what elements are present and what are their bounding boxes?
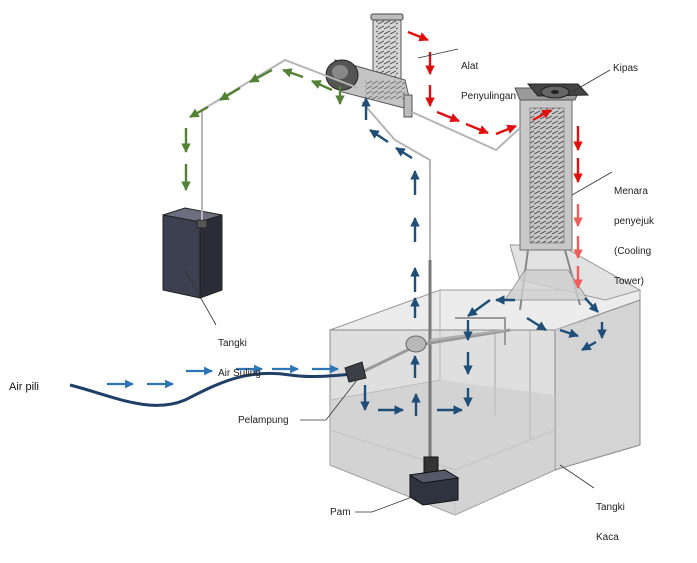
label-tangki-kaca-line1: Tangki	[596, 502, 625, 513]
distilled-water-tank	[162, 207, 223, 299]
distillation-system-diagram: Air pili Alat Penyulingan Kipas Menara p…	[9, 13, 684, 543]
label-alat-line1: Alat	[461, 61, 479, 72]
label-alat-line2: Penyulingan	[461, 91, 517, 102]
label-tangki-air-line2: Air Suling	[218, 368, 261, 379]
label-tangki-kaca-line2: Kaca	[596, 532, 619, 543]
float-valve	[344, 335, 427, 383]
pipes	[69, 58, 521, 470]
label-menara-line3: (Cooling	[614, 246, 652, 257]
cooling-tower	[504, 87, 589, 311]
leader-lines	[184, 48, 613, 513]
label-pam: Pam	[330, 507, 351, 518]
label-tangki-air-suling: Tangki Air Suling	[218, 319, 288, 399]
inlet-arrows	[107, 364, 339, 389]
hot-vapor-arrows	[407, 30, 583, 183]
label-menara-line2: penyejuk	[614, 216, 655, 227]
label-tangki-kaca: Tangki Kaca	[596, 483, 656, 563]
pump	[408, 456, 460, 506]
diagram-canvas	[69, 13, 642, 516]
fan-icon	[526, 83, 590, 99]
label-air-pili: Air pili	[9, 381, 39, 393]
distillation-apparatus	[325, 13, 413, 118]
label-menara-penyejuk: Menara penyejuk (Cooling Tower)	[614, 167, 684, 307]
glass-tank	[329, 244, 642, 516]
label-air-pili-text: Air pili	[9, 381, 39, 393]
label-tangki-air-line1: Tangki	[218, 338, 247, 349]
label-kipas: Kipas	[613, 63, 639, 74]
label-alat-penyulingan: Alat Penyulingan	[461, 42, 516, 122]
distillate-arrows	[181, 68, 345, 191]
label-menara-line1: Menara	[614, 186, 648, 197]
label-menara-line4: Tower)	[614, 276, 645, 287]
label-pelampung: Pelampung	[238, 415, 289, 426]
pump-flow-arrows	[360, 97, 607, 416]
